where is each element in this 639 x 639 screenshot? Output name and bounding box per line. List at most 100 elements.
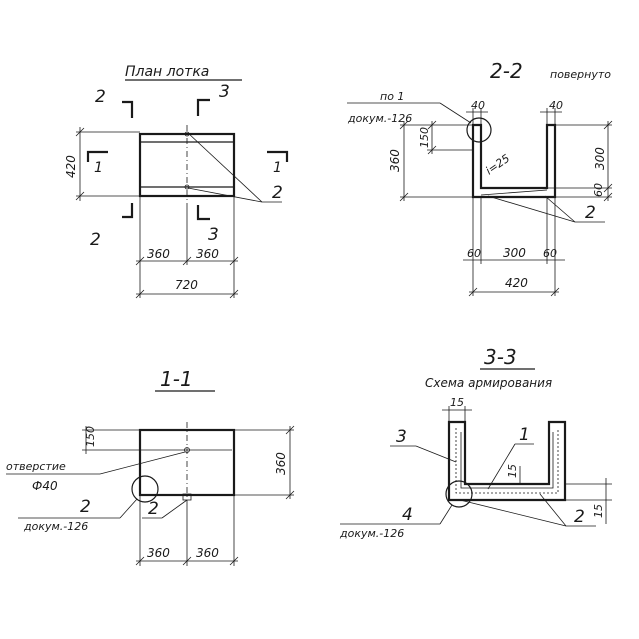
leader xyxy=(487,195,576,223)
tick xyxy=(603,192,613,202)
tick xyxy=(135,289,145,299)
plan-section-1-right-label: 1 xyxy=(273,160,282,176)
label2-leader-a xyxy=(459,499,567,527)
tick xyxy=(427,120,437,130)
label3-leader xyxy=(415,445,457,463)
plan-dim-360-right: 360 xyxy=(196,247,219,261)
plan-hole-bottom xyxy=(184,184,190,190)
section-3-3-view: 3-3 Схема армирования 15 3 1 15 4 докум.… xyxy=(339,345,612,540)
tick xyxy=(603,120,613,130)
section33-subtitle: Схема армирования xyxy=(425,376,552,390)
section11-doc-ref: докум.-126 xyxy=(23,520,88,533)
plan-section-3-bottom-label: 3 xyxy=(208,225,219,245)
plan-dim-420: 420 xyxy=(64,155,78,178)
section-1-1-view: 1-1 150 360 отверстие Ф40 2 докум.-126 2 xyxy=(6,367,295,566)
section22-dim-420: 420 xyxy=(505,276,528,290)
section11-dim-150: 150 xyxy=(84,426,97,447)
plan-callout-2: 2 xyxy=(272,183,283,203)
tick xyxy=(603,183,613,193)
section11-callout-2b: 2 xyxy=(148,499,159,519)
hole-note-leader xyxy=(99,451,186,475)
section33-dim-15-inner: 15 xyxy=(506,464,519,478)
section22-slope-line xyxy=(480,189,548,196)
tick xyxy=(285,490,295,500)
section-mark-1-left xyxy=(86,150,108,162)
plan-view: План лотка 2 3 2 3 1 1 420 xyxy=(64,64,289,299)
section22-dim-60-vert: 60 xyxy=(592,183,605,197)
tick xyxy=(135,556,145,566)
section33-label-4: 4 xyxy=(402,505,413,525)
plan-section-2-bottom-label: 2 xyxy=(90,230,101,250)
section33-label-2: 2 xyxy=(574,507,585,527)
tick xyxy=(550,287,560,297)
tick xyxy=(229,256,239,266)
tick xyxy=(182,556,192,566)
section-mark-2-top xyxy=(122,100,134,118)
section22-dim-150: 150 xyxy=(418,127,431,148)
label2-leader-b xyxy=(539,493,567,527)
tick xyxy=(285,425,295,435)
plan-title: План лотка xyxy=(125,64,209,80)
section33-label-1: 1 xyxy=(519,425,530,445)
section11-outline xyxy=(138,428,236,497)
section22-title: 2-2 xyxy=(490,59,523,83)
section22-dim-40-right: 40 xyxy=(549,99,563,112)
section-mark-3-bottom xyxy=(196,205,210,221)
section11-hole xyxy=(184,447,190,453)
section11-dim-360-right: 360 xyxy=(196,546,219,560)
doc-leader xyxy=(439,504,453,525)
section33-detail-circle xyxy=(445,480,473,508)
section33-rebar-outer xyxy=(455,428,559,494)
section22-callout-2: 2 xyxy=(585,203,596,223)
section22-dim-300: 300 xyxy=(503,246,526,260)
section11-dim-360-left: 360 xyxy=(147,546,170,560)
section11-hole-diameter: Ф40 xyxy=(32,479,58,493)
leader xyxy=(544,195,576,223)
tick xyxy=(75,127,85,137)
section22-dim-40-left: 40 xyxy=(471,99,485,112)
tick xyxy=(229,289,239,299)
plan-section-2-top-label: 2 xyxy=(95,87,106,107)
section33-title: 3-3 xyxy=(484,345,517,369)
section33-label-3: 3 xyxy=(396,427,407,447)
section22-dim-360: 360 xyxy=(388,149,402,172)
section11-callout-2a: 2 xyxy=(80,497,91,517)
section33-rebar-inner xyxy=(460,432,554,489)
section11-hole-label: отверстие xyxy=(6,460,66,473)
tick xyxy=(399,192,409,202)
section22-title-word: повернуто xyxy=(550,68,611,81)
section22-detail-circle xyxy=(466,117,492,143)
plan-dim-720: 720 xyxy=(175,278,198,292)
plan-section-1-left-label: 1 xyxy=(94,160,103,176)
plan-section-3-top-label: 3 xyxy=(219,82,230,102)
tick xyxy=(75,191,85,201)
label1-leader xyxy=(487,443,516,490)
plan-leader-b xyxy=(187,187,263,203)
section22-profile xyxy=(471,123,557,199)
section22-ref-1: по 1 xyxy=(380,90,404,103)
section-mark-1-right xyxy=(267,150,289,162)
section22-ref-leader xyxy=(439,102,472,124)
section22-dim-300-vert: 300 xyxy=(593,147,607,170)
section22-dim-60-left: 60 xyxy=(467,247,481,260)
section22-dim-60-right: 60 xyxy=(543,247,557,260)
section11-title: 1-1 xyxy=(160,367,193,391)
section11-detail-circle xyxy=(131,475,159,503)
tick xyxy=(399,120,409,130)
tick xyxy=(182,256,192,266)
section33-dim-15-right: 15 xyxy=(592,504,605,518)
section33-doc-ref: докум.-126 xyxy=(339,527,404,540)
callout-leader xyxy=(161,499,188,519)
plan-leader-a xyxy=(187,132,263,203)
section-mark-2-bottom xyxy=(122,203,134,219)
plan-dim-360-left: 360 xyxy=(147,247,170,261)
tick xyxy=(135,256,145,266)
section-mark-3-top xyxy=(196,98,210,116)
section22-slope: i=25 xyxy=(483,152,512,178)
section22-ref-2: докум.-126 xyxy=(347,112,412,125)
doc-leader xyxy=(119,498,138,519)
section-2-2-view: 2-2 повернуто i=25 по 1 докум.-126 40 40… xyxy=(347,59,613,297)
tick xyxy=(427,145,437,155)
tick xyxy=(229,556,239,566)
